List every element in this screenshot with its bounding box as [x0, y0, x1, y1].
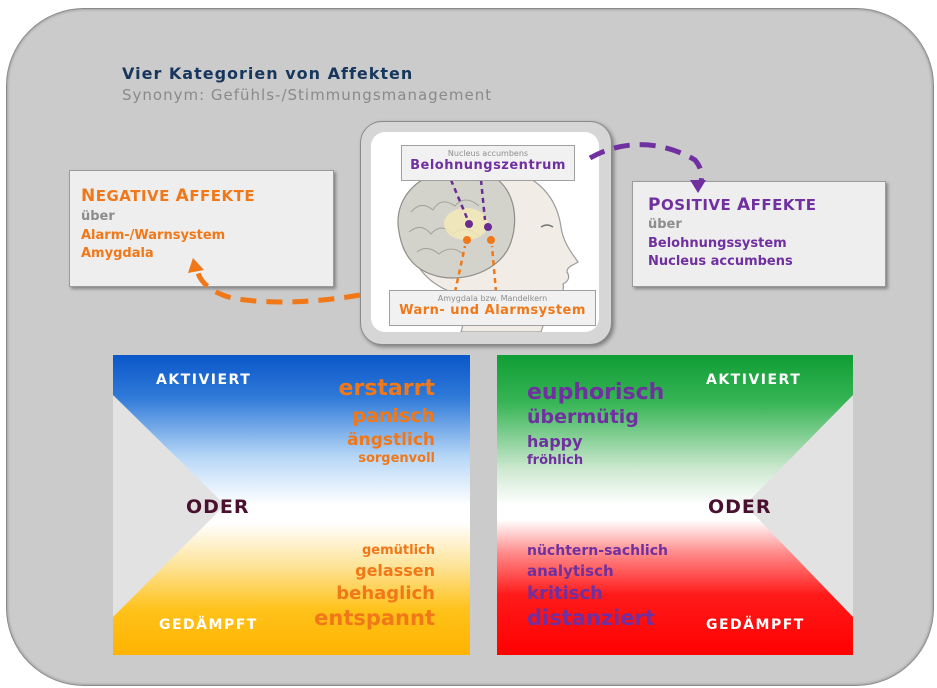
emotion-distanziert: distanziert — [527, 606, 655, 630]
negative-affects-title: NEGATIVE AFFEKTE — [81, 186, 255, 206]
emotion-kritisch: kritisch — [527, 583, 603, 604]
negative-title-word2: FFEKTE — [189, 187, 256, 205]
reward-center-text: Belohnungszentrum — [410, 158, 566, 173]
emotion-happy: happy — [527, 432, 583, 451]
emotion-froehlich: fröhlich — [527, 453, 584, 468]
emotion-analytisch: analytisch — [527, 562, 614, 580]
brain-illustration-frame: Nucleus accumbens Belohnungszentrum Amyg… — [360, 121, 612, 345]
nucleus-accumbens-dot-right — [484, 223, 492, 231]
orange-arrow-right — [490, 245, 498, 293]
left-dampened-label: GEDÄMPFT — [159, 617, 258, 633]
emotion-nuechtern-sachlich: nüchtern-sachlich — [527, 543, 668, 559]
negative-quadrant-notch — [113, 395, 225, 617]
alarm-system-small-text: Amygdala bzw. Mandelkern — [437, 294, 548, 303]
nucleus-accumbens-dot-left — [465, 220, 473, 228]
reward-center-small-text: Nucleus accumbens — [447, 149, 529, 158]
reward-center-label: Nucleus accumbens Belohnungszentrum — [401, 145, 575, 181]
alarm-system-label: Amygdala bzw. Mandelkern Warn- und Alarm… — [389, 290, 596, 326]
positive-title-word2: FFEKTE — [750, 196, 817, 214]
emotion-aengstlich: ängstlich — [347, 430, 435, 450]
alarm-system-text: Warn- und Alarmsystem — [399, 303, 586, 318]
negative-title-initial2: A — [175, 186, 190, 206]
brain-illustration: Nucleus accumbens Belohnungszentrum Amyg… — [371, 132, 599, 332]
negative-via-text: über — [81, 209, 115, 224]
emotion-entspannt: entspannt — [314, 606, 435, 630]
purple-arrow-left — [449, 179, 469, 219]
eye — [540, 224, 554, 228]
emotion-behaglich: behaglich — [336, 583, 435, 604]
right-or-label: ODER — [708, 496, 772, 518]
right-dampened-label: GEDÄMPFT — [706, 617, 805, 633]
arrow-to-positive — [588, 142, 705, 186]
left-activated-label: AKTIVIERT — [156, 372, 252, 388]
emotion-gemuetlich: gemütlich — [361, 543, 435, 558]
right-activated-label: AKTIVIERT — [706, 372, 802, 388]
negative-title-initial: N — [81, 186, 96, 206]
arrow-head-negative — [188, 258, 204, 273]
positive-title-initial: P — [648, 195, 661, 215]
negative-title-word1: EGATIVE — [95, 187, 176, 205]
emotion-panisch: panisch — [352, 405, 435, 427]
left-or-label: ODER — [186, 496, 250, 518]
negative-region-line: Amygdala — [81, 246, 154, 261]
left-notch-shape — [113, 395, 225, 617]
positive-region-line: Nucleus accumbens — [648, 254, 793, 269]
orange-arrow-left — [453, 245, 467, 293]
positive-title-word1: OSITIVE — [660, 196, 737, 214]
emotion-erstarrt: erstarrt — [338, 376, 435, 401]
positive-via-text: über — [648, 217, 682, 232]
positive-affects-box: POSITIVE AFFEKTE über Belohnungssystem N… — [632, 181, 886, 287]
emotion-euphorisch: euphorisch — [527, 380, 665, 405]
arrow-to-negative — [194, 269, 361, 305]
emotion-gelassen: gelassen — [355, 561, 435, 580]
positive-quadrant-notch — [745, 395, 853, 617]
purple-arrow-right — [479, 179, 487, 221]
positive-title-initial2: A — [737, 195, 751, 215]
positive-system-line: Belohnungssystem — [648, 236, 787, 251]
negative-system-line: Alarm-/Warnsystem — [81, 228, 226, 243]
positive-affects-title: POSITIVE AFFEKTE — [648, 195, 817, 215]
right-notch-shape — [745, 395, 853, 617]
amygdala-dot-left — [463, 236, 471, 244]
negative-affects-box: NEGATIVE AFFEKTE über Alarm-/Warnsystem … — [69, 170, 334, 287]
emotion-uebermuetig: übermütig — [527, 406, 639, 428]
page-title: Vier Kategorien von Affekten — [122, 64, 414, 83]
arrow-head-positive — [690, 180, 706, 193]
emotion-sorgenvoll: sorgenvoll — [358, 451, 435, 466]
amygdala-dot-right — [487, 236, 495, 244]
page-subtitle: Synonym: Gefühls-/Stimmungsmanagement — [122, 86, 493, 104]
